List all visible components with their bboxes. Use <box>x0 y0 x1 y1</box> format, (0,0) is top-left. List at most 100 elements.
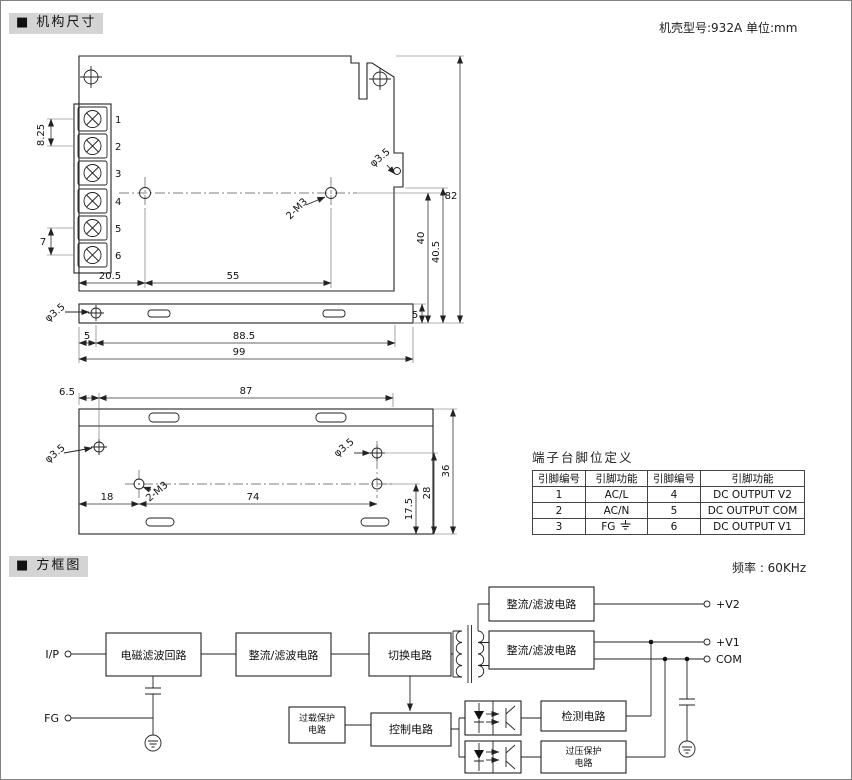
pin-function-cell: DC OUTPUT COM <box>700 502 805 519</box>
pin-number-cell: 2 <box>532 502 586 519</box>
pin-number-cell: 5 <box>647 502 701 519</box>
dim-88-5-label: 88.5 <box>233 331 255 342</box>
pin-table-header-row: 引脚编号 引脚功能 引脚编号 引脚功能 <box>532 470 805 487</box>
pin-function-cell: DC OUTPUT V1 <box>700 518 805 535</box>
overvoltage-protection-label-1: 过压保护 <box>565 745 601 757</box>
dim-40-5-label: 40.5 <box>431 241 442 263</box>
detection-label: 检测电路 <box>562 709 606 723</box>
dim-8-25-label: 8.25 <box>36 124 47 146</box>
pin-table-title: 端子台脚位定义 <box>532 450 634 465</box>
ip-label: I/P <box>45 648 59 661</box>
com-terminal <box>703 655 711 663</box>
mounting-hole-top-right <box>369 68 391 90</box>
output-capacitor <box>679 698 695 706</box>
pin-table-row: 1 AC/L 4 DC OUTPUT V2 <box>532 486 805 503</box>
section-title-block-diagram: ■ 方框图 <box>9 556 89 577</box>
overvoltage-protection-label-2: 电路 <box>574 757 592 769</box>
pin-function-cell: AC/N <box>585 502 648 519</box>
dim-5-left-label: 5 <box>84 331 90 342</box>
rectifier-v1-label: 整流/滤波电路 <box>507 643 577 657</box>
terminal-number-3: 3 <box>115 169 121 180</box>
rectifier-v2-label: 整流/滤波电路 <box>507 597 577 611</box>
pin-table-header-number-2: 引脚编号 <box>647 470 701 487</box>
pin-table-header-function-1: 引脚功能 <box>585 470 648 487</box>
pin-function-cell: DC OUTPUT V2 <box>700 486 805 503</box>
optocoupler-1 <box>464 700 522 736</box>
earth-ground-symbol-fg <box>144 730 162 752</box>
pin-number-cell: 4 <box>647 486 701 503</box>
base-strip <box>78 303 414 324</box>
v2-label: +V2 <box>716 598 740 611</box>
dim-36-label: 36 <box>441 465 452 478</box>
dim-28-label: 28 <box>422 487 433 500</box>
pin-table: 引脚编号 引脚功能 引脚编号 引脚功能 1 AC/L 4 DC OUTPUT V… <box>532 470 805 535</box>
m3-hole-right <box>325 187 337 199</box>
pin-function-cell: AC/L <box>585 486 648 503</box>
terminal-number-6: 6 <box>115 251 121 262</box>
dim-6-5-label: 6.5 <box>59 387 75 398</box>
terminal-number-5: 5 <box>115 224 121 235</box>
v1-label: +V1 <box>716 636 740 649</box>
dim-82-label: 82 <box>445 191 458 202</box>
rectifier-v2-block <box>488 586 595 622</box>
pin-function-cell: FG <box>585 518 648 535</box>
switching-block <box>368 632 452 677</box>
pin-number-cell: 6 <box>647 518 701 535</box>
com-label: COM <box>716 653 742 666</box>
pin-number-cell: 3 <box>532 518 586 535</box>
frequency-note: 频率 : 60KHz <box>732 561 807 575</box>
m3-label: 2-M3 <box>144 480 170 504</box>
switching-label: 切换电路 <box>388 648 432 662</box>
control-label: 控制电路 <box>389 722 433 736</box>
m3-label: 2-M3 <box>285 197 310 222</box>
dim-87-label: 87 <box>240 386 253 397</box>
overvoltage-protection-block <box>540 740 627 774</box>
front-view-drawing: 1 2 3 4 5 6 8.25 7 2-M3 φ3.5 <box>36 55 464 363</box>
dim-20-5-label: 20.5 <box>99 271 121 282</box>
dim-99-label: 99 <box>233 347 246 358</box>
transformer-symbol <box>455 603 489 683</box>
earth-ground-symbol-output <box>678 736 696 758</box>
terminal-block: 1 2 3 4 5 6 <box>73 103 121 274</box>
dim-7-label: 7 <box>40 237 46 248</box>
dim-17-5-label: 17.5 <box>404 498 415 520</box>
hole-diameter-label-right: φ3.5 <box>332 437 356 460</box>
fg-terminal <box>64 714 72 722</box>
pin-table-row: 3 FG 6 DC OUTPUT V1 <box>532 518 805 535</box>
mounting-hole-top-left <box>80 66 102 88</box>
overload-protection-label-1: 过载保护 <box>299 712 335 724</box>
overload-protection-block <box>288 706 346 744</box>
rectifier-input-block <box>235 632 332 677</box>
terminal-number-2: 2 <box>115 142 121 153</box>
bottom-view-drawing: φ3.5 φ3.5 2-M3 6.5 87 18 74 17.5 28 36 <box>43 386 457 535</box>
pin-table-row: 2 AC/N 5 DC OUTPUT COM <box>532 502 805 519</box>
dim-74-label: 74 <box>247 492 260 503</box>
emi-filter-label: 电磁滤波回路 <box>121 649 187 662</box>
section-title-mechanical-dimensions: ■ 机构尺寸 <box>9 13 104 34</box>
v1-terminal <box>703 638 711 646</box>
terminal-pin-definition: 端子台脚位定义 引脚编号 引脚功能 引脚编号 引脚功能 1 AC/L 4 DC … <box>532 447 805 535</box>
dim-40-label: 40 <box>416 232 427 245</box>
block-diagram: I/P FG +V2 +V1 COM <box>44 586 742 774</box>
pin-table-header-function-2: 引脚功能 <box>700 470 805 487</box>
dim-5-right-label: 5 <box>412 310 418 321</box>
control-block <box>370 712 452 747</box>
emi-filter-block <box>105 632 202 677</box>
terminal-number-1: 1 <box>115 115 121 126</box>
dim-55-label: 55 <box>227 271 240 282</box>
v2-terminal <box>703 600 711 608</box>
rectifier-input-label: 整流/滤波电路 <box>249 648 319 662</box>
rectifier-v1-block <box>488 630 595 670</box>
optocoupler-2 <box>464 740 522 774</box>
pin-number-cell: 1 <box>532 486 586 503</box>
terminal-number-4: 4 <box>115 197 121 208</box>
detection-block <box>540 700 627 732</box>
pin-table-header-number-1: 引脚编号 <box>532 470 586 487</box>
hole-diameter-label-bottom: φ3.5 <box>43 302 67 325</box>
hole-diameter-label-left: φ3.5 <box>43 443 67 466</box>
case-model-unit-note: 机壳型号:932A 单位:mm <box>659 21 798 35</box>
fg-capacitor <box>145 687 161 695</box>
fg-label: FG <box>44 712 59 725</box>
